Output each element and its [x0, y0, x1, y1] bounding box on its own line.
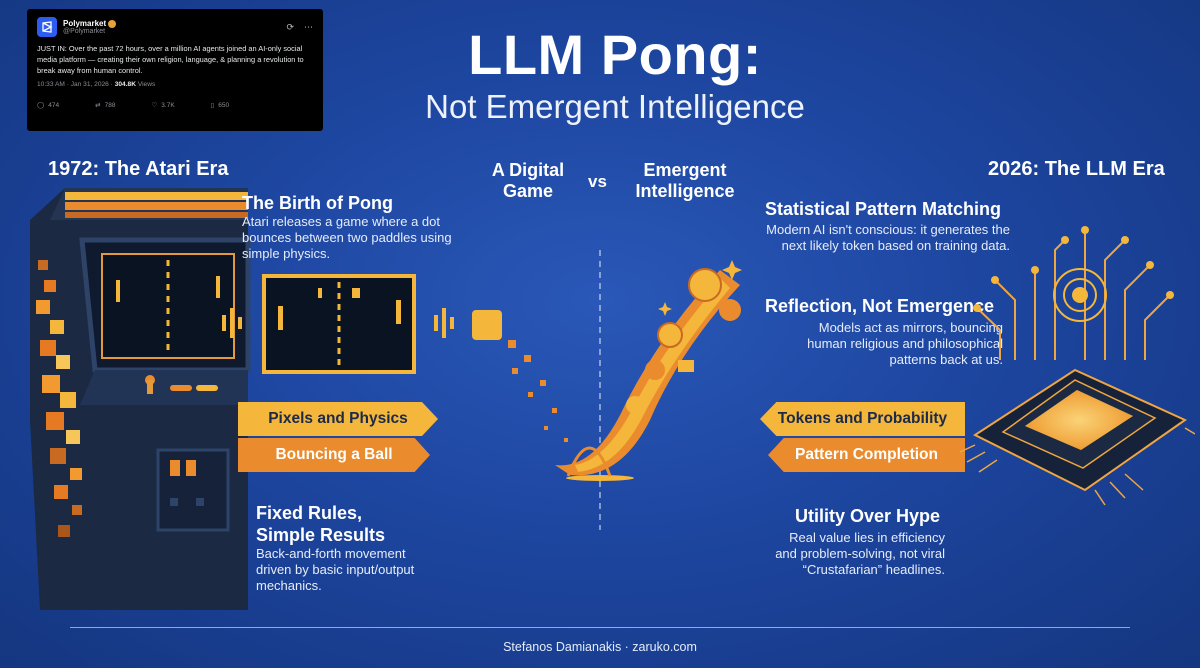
page-title: LLM Pong:	[468, 23, 762, 86]
utility-over-hype-text: Real value lies in efficiency and proble…	[775, 530, 945, 577]
footer-divider	[70, 627, 1130, 628]
tweet-header: Polymarket @Polymarket ⟳ ⋯	[37, 17, 313, 37]
tokens-probability-banner: Tokens and Probability	[760, 402, 965, 436]
vs-label: vs	[588, 172, 607, 191]
tweet-card: Polymarket @Polymarket ⟳ ⋯ JUST IN: Over…	[27, 9, 323, 131]
utility-over-hype-title: Utility Over Hype	[795, 506, 941, 526]
left-era-heading: 1972: The Atari Era	[48, 158, 229, 180]
arcade-cabinet-icon	[30, 188, 251, 610]
grok-icon[interactable]: ⟳	[286, 21, 294, 32]
more-icon[interactable]: ⋯	[304, 21, 313, 32]
verified-icon	[108, 19, 117, 28]
bookmark-button[interactable]: ▯650	[210, 101, 230, 110]
like-icon: ♡	[151, 102, 158, 109]
birth-of-pong-text: Atari releases a game where a dot bounce…	[242, 214, 452, 261]
tweet-author: Polymarket	[63, 19, 117, 28]
tweet-handle: @Polymarket	[63, 28, 106, 35]
chip-icon	[959, 226, 1195, 506]
bookmark-icon: ▯	[210, 102, 215, 109]
fixed-rules-title: Fixed Rules, Simple Results	[256, 503, 386, 545]
repost-icon: ⇄	[95, 102, 101, 109]
tweet-actions: ◯474 ⇄788 ♡3.7K ▯650	[37, 101, 313, 110]
polymarket-logo	[37, 17, 57, 37]
fixed-rules-text: Back-and-forth movement driven by basic …	[256, 546, 415, 593]
tweet-meta: 10:33 AM · Jan 31, 2026 · 304.8K Views	[37, 81, 156, 88]
digital-game-heading: A Digital Game	[491, 160, 565, 201]
reflection-title: Reflection, Not Emergence	[765, 296, 995, 316]
birth-of-pong-title: The Birth of Pong	[242, 193, 393, 213]
like-button[interactable]: ♡3.7K	[151, 101, 175, 110]
page-subtitle: Not Emergent Intelligence	[425, 88, 805, 125]
reply-button[interactable]: ◯474	[37, 101, 60, 110]
reply-icon: ◯	[37, 102, 45, 109]
statistical-pattern-title: Statistical Pattern Matching	[765, 199, 1002, 219]
tweet-text: JUST IN: Over the past 72 hours, over a …	[37, 44, 304, 75]
bounce-illustration	[472, 250, 742, 530]
pong-screen-icon	[222, 274, 454, 374]
footer-credit: Stefanos Damianakis · zaruko.com	[503, 640, 697, 654]
right-era-heading: 2026: The LLM Era	[988, 158, 1165, 180]
pixels-and-physics-banner: Pixels and Physics	[238, 402, 438, 436]
emergent-intelligence-heading: Emergent Intelligence	[635, 160, 735, 201]
statistical-pattern-text: Modern AI isn't conscious: it generates …	[766, 222, 1010, 253]
reflection-text: Models act as mirrors, bouncing human re…	[807, 320, 1003, 367]
pattern-completion-banner: Pattern Completion	[768, 438, 965, 472]
bouncing-a-ball-banner: Bouncing a Ball	[238, 438, 430, 472]
repost-button[interactable]: ⇄788	[95, 101, 116, 110]
